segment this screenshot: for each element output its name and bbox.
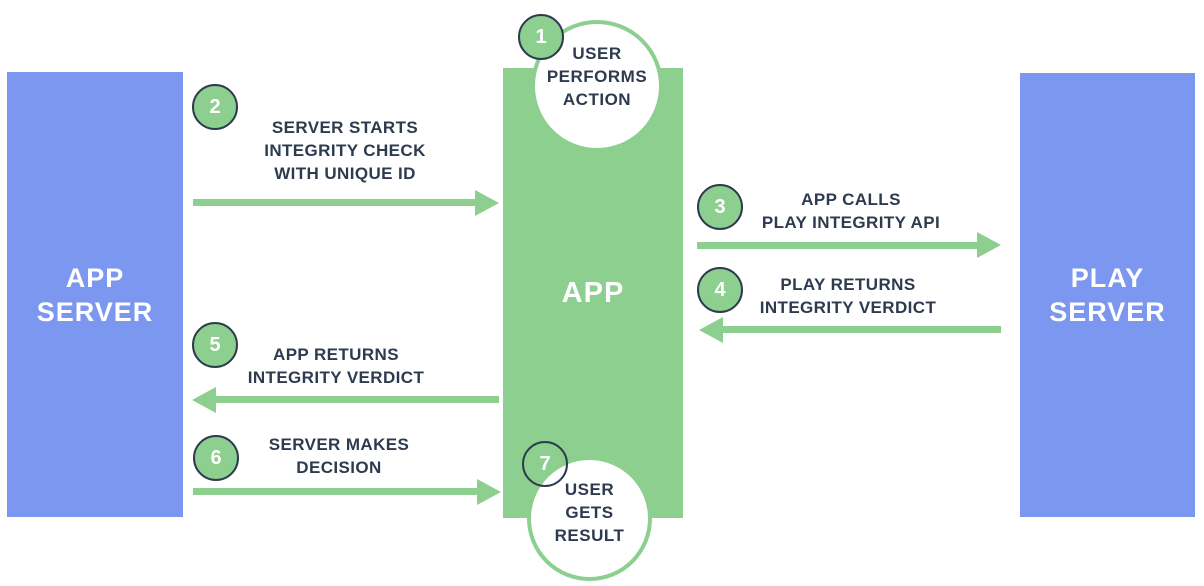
step4-number-badge: 4 <box>697 267 743 313</box>
step1-line3: ACTION <box>562 89 632 109</box>
app-label: APP <box>561 277 625 309</box>
step7-line2: GETS <box>565 503 614 522</box>
step5-line2: INTEGRITY VERDICT <box>247 368 425 387</box>
play-server-label-line1: PLAY <box>1070 263 1145 293</box>
arrow-right-icon <box>475 190 499 216</box>
step5-number-badge: 5 <box>192 322 238 368</box>
step2-line3: WITH UNIQUE ID <box>274 164 416 183</box>
step6-line1: SERVER MAKES <box>268 435 410 454</box>
step7-line1: USER <box>564 480 615 499</box>
step2-label: SERVER STARTS INTEGRITY CHECK WITH UNIQU… <box>235 116 455 185</box>
arrow-right-icon <box>977 232 1001 258</box>
step2-line2: INTEGRITY CHECK <box>264 141 426 160</box>
step5-line1: APP RETURNS <box>273 345 399 364</box>
play-server-node: PLAY SERVER <box>1020 73 1195 517</box>
play-server-label-line2: SERVER <box>1049 297 1166 327</box>
bubble-top-text: USER PERFORMS ACTION <box>547 42 647 111</box>
step1-line2: PERFORMS <box>546 66 648 86</box>
step1-line1: USER <box>572 43 622 63</box>
step3-number-badge: 3 <box>697 184 743 230</box>
step5-label: APP RETURNS INTEGRITY VERDICT <box>226 343 446 389</box>
step7-line3: RESULT <box>554 526 625 545</box>
step4-line2: INTEGRITY VERDICT <box>759 298 937 317</box>
arrow-step5-line <box>216 396 499 403</box>
step4-label: PLAY RETURNS INTEGRITY VERDICT <box>738 273 958 319</box>
step3-line1: APP CALLS <box>801 190 901 209</box>
arrow-step4-line <box>723 326 1001 333</box>
step3-line2: PLAY INTEGRITY API <box>761 213 941 232</box>
arrow-step2-line <box>193 199 475 206</box>
step6-number-badge: 6 <box>193 435 239 481</box>
app-server-node: APP SERVER <box>7 72 183 517</box>
step7-number-badge: 7 <box>522 441 568 487</box>
step6-line2: DECISION <box>296 458 382 477</box>
step1-number-badge: 1 <box>518 14 564 60</box>
arrow-left-icon <box>699 317 723 343</box>
app-server-label-line2: SERVER <box>36 296 154 327</box>
step2-line1: SERVER STARTS <box>271 118 419 137</box>
app-server-label-line1: APP <box>65 262 125 293</box>
arrow-step6-line <box>193 488 477 495</box>
arrow-step3-line <box>697 242 977 249</box>
step2-number-badge: 2 <box>192 84 238 130</box>
arrow-right-icon <box>477 479 501 505</box>
step6-label: SERVER MAKES DECISION <box>229 433 449 479</box>
arrow-left-icon <box>192 387 216 413</box>
step4-line1: PLAY RETURNS <box>780 275 916 294</box>
step3-label: APP CALLS PLAY INTEGRITY API <box>741 188 961 234</box>
bubble-bottom-text: USER GETS RESULT <box>555 478 625 547</box>
